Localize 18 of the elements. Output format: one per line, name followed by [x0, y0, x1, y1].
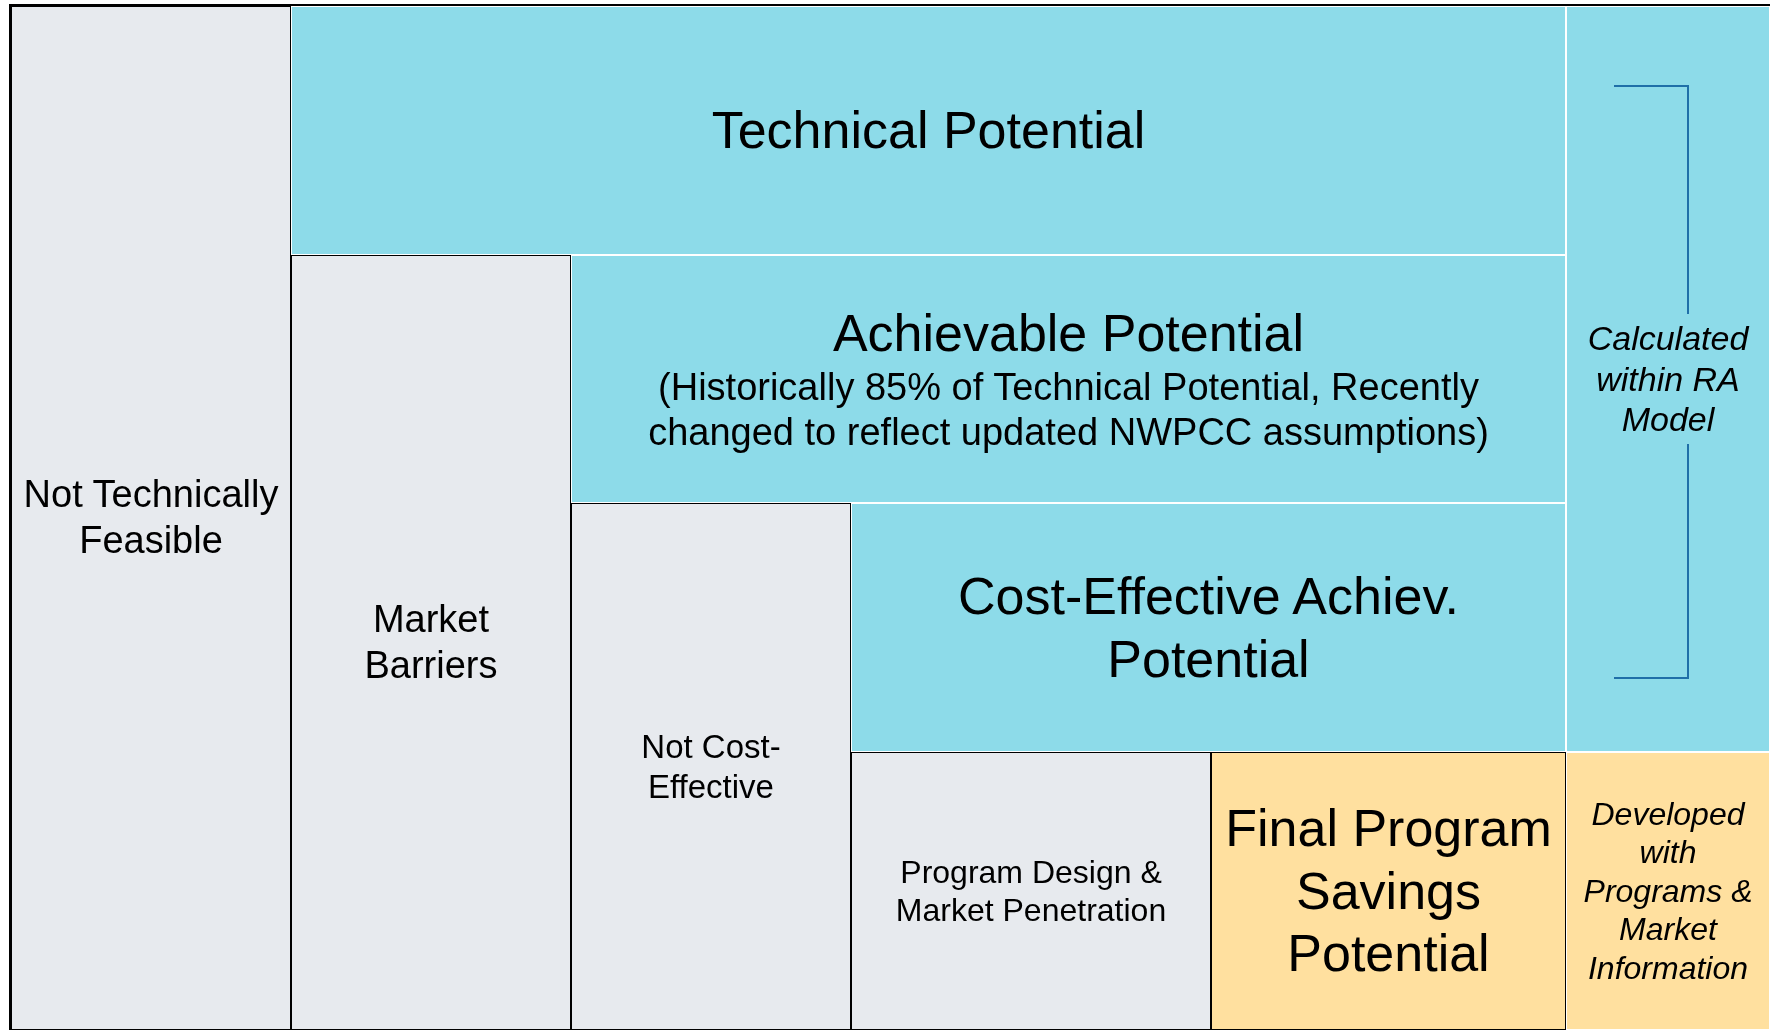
- excluded-area-box: [291, 255, 571, 1030]
- area-label: Program Design & Market Penetration: [894, 852, 1168, 930]
- area-label: Achievable Potential: [832, 303, 1305, 365]
- area-label: Technical Potential: [711, 100, 1146, 162]
- area-label: Cost-Effective Achiev. Potential: [957, 566, 1460, 690]
- potential-area-box: [571, 255, 1566, 503]
- excluded-area-box: [11, 6, 291, 1030]
- area-label: Not Cost-Effective: [640, 726, 782, 807]
- area-note: (Historically 85% of Technical Potential, Recently changed to reflect updated NWPCC assumptions): [647, 364, 1490, 456]
- excluded-area-box: [571, 503, 851, 1030]
- result-area-box: [1211, 752, 1566, 1030]
- excluded-area-box: [851, 752, 1211, 1030]
- area-label: Not Technically Feasible: [22, 472, 280, 563]
- area-label: Market Barriers: [363, 596, 499, 688]
- result-area-box: [1566, 752, 1770, 1030]
- potential-area-box: [291, 6, 1566, 255]
- potential-area-box: [851, 503, 1566, 752]
- area-label: Final Program Savings Potential: [1224, 798, 1553, 985]
